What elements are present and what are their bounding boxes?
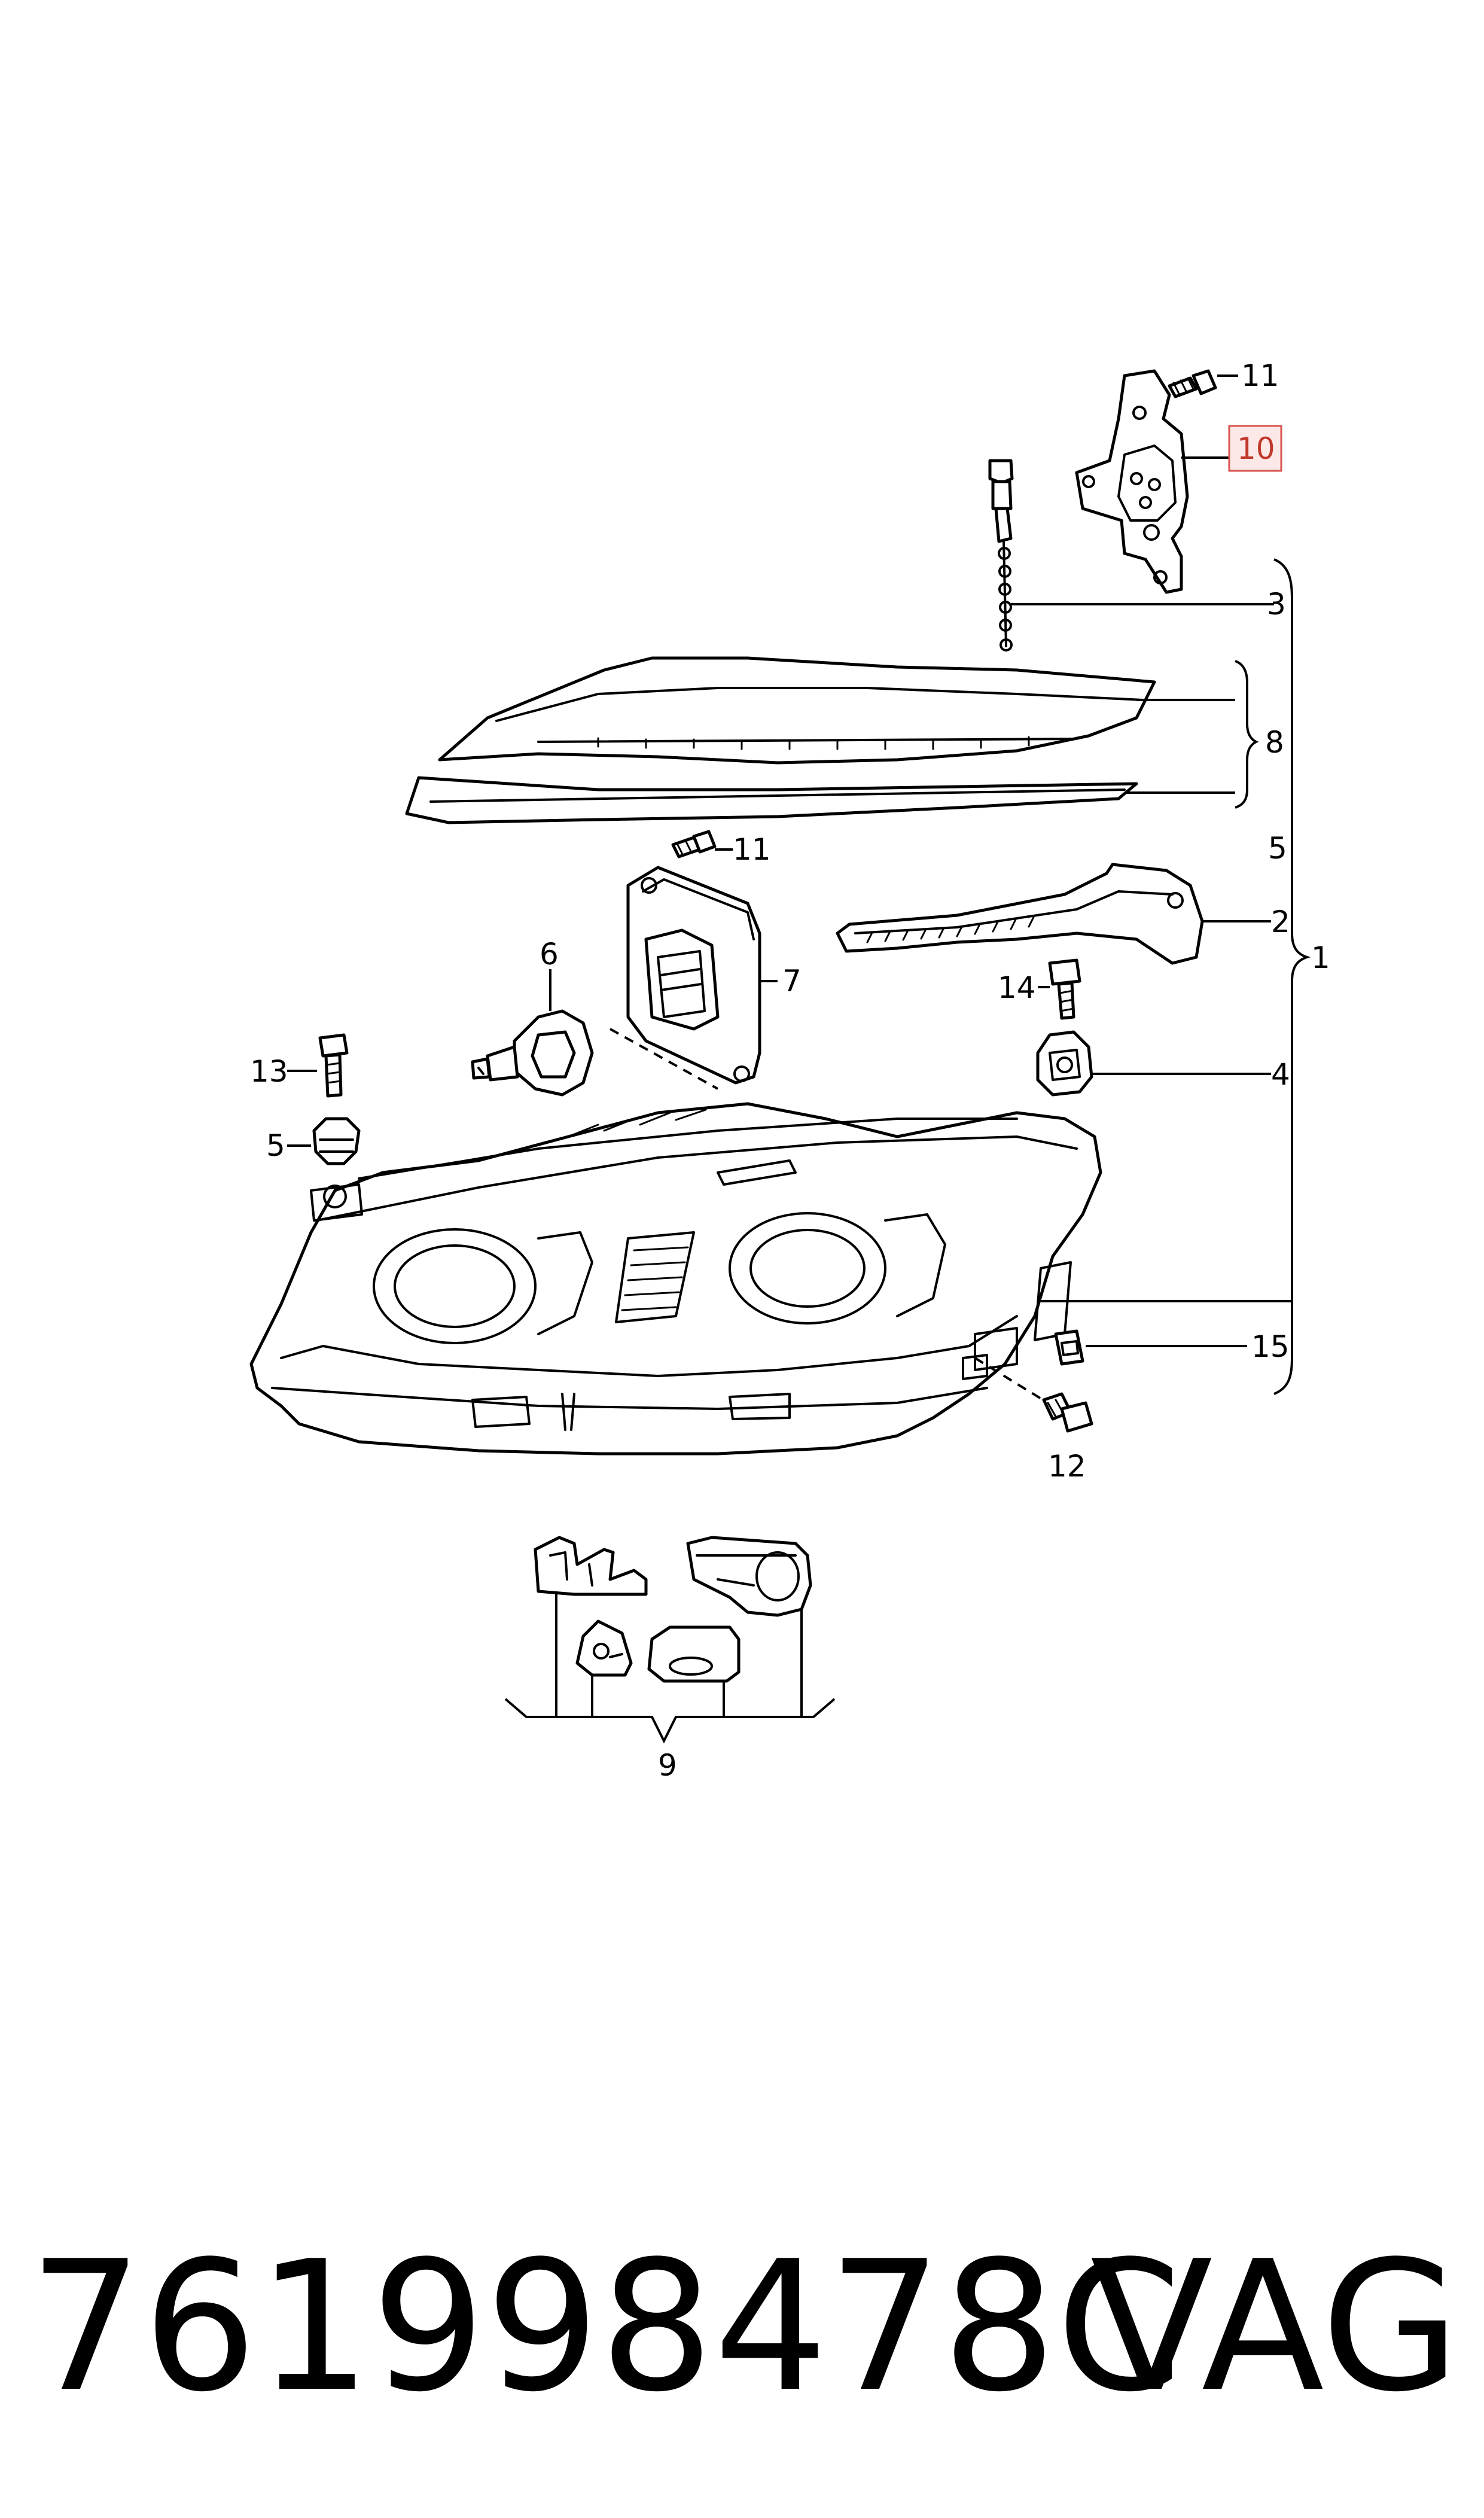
callout-14: 14 — [998, 970, 1036, 1005]
part-11-screw-top — [1168, 369, 1217, 398]
part-7-control-unit — [626, 866, 761, 1085]
part-10-bracket — [1075, 369, 1189, 594]
callout-15: 15 — [1251, 1329, 1290, 1364]
part-13-bolt — [318, 1033, 349, 1098]
brand-name: VAG — [1090, 2222, 1460, 2431]
part-7-assembly-line — [610, 1028, 718, 1090]
part-9-repair-kit — [534, 1536, 812, 1683]
callout-11-top: 11 — [1241, 358, 1279, 393]
callout-2: 2 — [1271, 905, 1290, 939]
part-11-screw-mid — [671, 830, 717, 858]
part-3-cable — [988, 459, 1014, 651]
callout-5-right: 5 — [1268, 831, 1287, 866]
callout-9: 9 — [658, 1748, 677, 1783]
part-8-seal-strips — [405, 656, 1156, 824]
leader-lines — [287, 374, 1311, 1744]
callout-7: 7 — [782, 964, 802, 998]
callout-1: 1 — [1311, 940, 1330, 975]
part-15-clip — [1054, 1329, 1084, 1366]
callout-6: 6 — [540, 937, 559, 972]
part-number: 761998478C — [29, 2222, 1182, 2431]
part-14-bolt — [1048, 958, 1081, 1020]
part-2-bracket-strip — [836, 863, 1204, 965]
part-4-adjuster — [1036, 1030, 1093, 1097]
part-1-headlight — [249, 1102, 1102, 1456]
part-6-bulb — [471, 1009, 594, 1097]
callout-10: 10 — [1237, 431, 1275, 466]
callout-8: 8 — [1265, 725, 1284, 760]
callout-3: 3 — [1267, 587, 1286, 622]
callout-4: 4 — [1271, 1057, 1290, 1092]
callout-10-highlight — [1228, 425, 1282, 472]
part-5-grommet — [312, 1117, 361, 1165]
callout-5-left: 5 — [266, 1128, 285, 1163]
callout-11-mid: 11 — [733, 832, 771, 867]
callout-13: 13 — [250, 1054, 288, 1089]
callout-12: 12 — [1048, 1449, 1086, 1484]
part-12-bolt — [974, 1357, 1093, 1433]
